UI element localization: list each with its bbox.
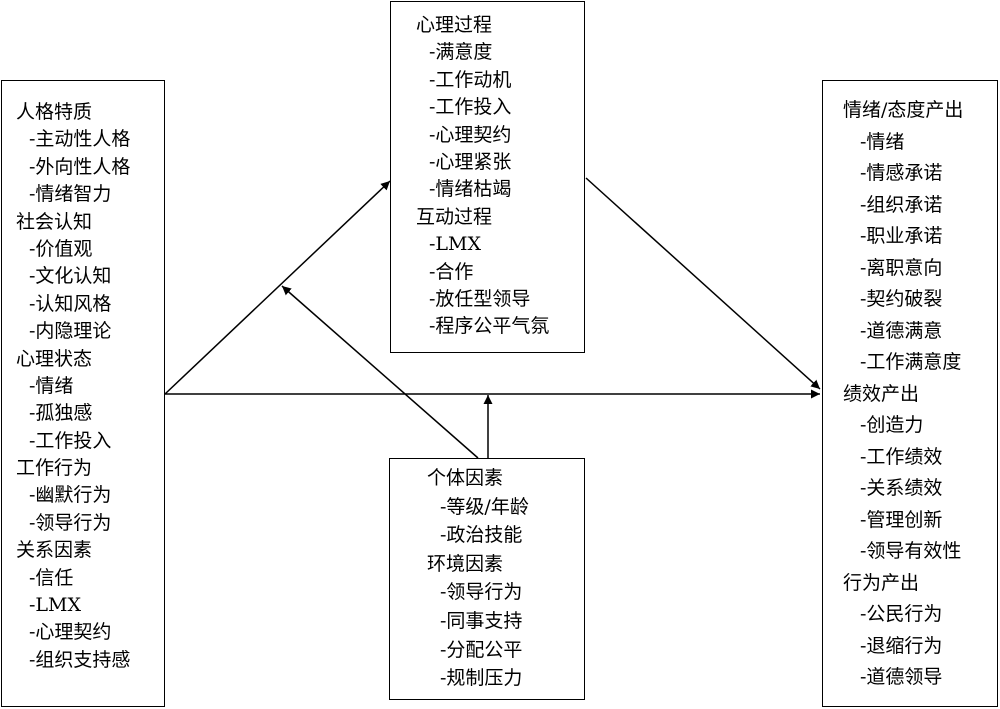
list-item: -放任型领导 xyxy=(429,287,531,310)
list-item: -工作动机 xyxy=(429,68,512,91)
list-item: -工作投入 xyxy=(29,429,112,452)
section-title: 人格特质 xyxy=(16,101,93,123)
outcomes-list: 情绪/态度产出 -情绪 -情感承诺 -组织承诺 -职业承诺 -离职意向 -契约破… xyxy=(843,95,997,694)
list-item: -情感承诺 xyxy=(860,162,943,184)
list-item: -政治技能 xyxy=(440,524,523,547)
moderators-list: 个体因素 -等级/年龄 -政治技能 环境因素 -领导行为 -同事支持 -分配公平… xyxy=(427,464,584,693)
list-item: -LMX xyxy=(429,233,482,256)
section-title: 个体因素 xyxy=(427,467,504,489)
list-item: -组织支持感 xyxy=(29,648,131,671)
list-item: -职业承诺 xyxy=(860,225,943,247)
section-title: 关系因素 xyxy=(16,539,93,562)
list-item: -退缩行为 xyxy=(860,634,943,657)
arrow-bottom-to-midpath xyxy=(281,285,479,459)
list-item: -主动性人格 xyxy=(29,128,131,151)
section-title: 情绪/态度产出 xyxy=(843,99,964,121)
list-item: -离职意向 xyxy=(860,256,943,279)
list-item: -信任 xyxy=(29,566,74,589)
list-item: -关系绩效 xyxy=(860,477,943,499)
list-item: -心理紧张 xyxy=(429,150,512,173)
list-item: -内隐理论 xyxy=(29,320,112,343)
list-item: -合作 xyxy=(429,260,474,283)
list-item: -幽默行为 xyxy=(29,484,112,507)
list-item: -领导有效性 xyxy=(860,540,962,562)
list-item: -情绪 xyxy=(29,374,74,397)
list-item: -等级/年龄 xyxy=(440,495,529,518)
section-title: 心理状态 xyxy=(16,347,93,370)
list-item: -心理契约 xyxy=(29,621,112,644)
list-item: -契约破裂 xyxy=(860,288,943,310)
list-item: -管理创新 xyxy=(860,508,943,531)
list-item: -满意度 xyxy=(429,41,493,64)
list-item: -认知风格 xyxy=(29,292,112,315)
list-item: -规制压力 xyxy=(440,667,523,690)
section-title: 行为产出 xyxy=(843,571,920,594)
mediators-box: 心理过程 -满意度 -工作动机 -工作投入 -心理契约 -心理紧张 -情绪枯竭 … xyxy=(390,1,585,353)
list-item: -道德满意 xyxy=(860,319,943,342)
section-title: 工作行为 xyxy=(16,457,93,480)
list-item: -心理契约 xyxy=(429,123,512,146)
list-item: -工作投入 xyxy=(429,96,512,119)
list-item: -情绪智力 xyxy=(29,183,112,206)
arrow-left-to-top xyxy=(164,180,391,395)
list-item: -工作绩效 xyxy=(860,445,943,468)
antecedents-box: 人格特质 -主动性人格 -外向性人格 -情绪智力 社会认知 -价值观 -文化认知… xyxy=(1,80,165,707)
outcomes-box: 情绪/态度产出 -情绪 -情感承诺 -组织承诺 -职业承诺 -离职意向 -契约破… xyxy=(822,80,998,707)
mediators-list: 心理过程 -满意度 -工作动机 -工作投入 -心理契约 -心理紧张 -情绪枯竭 … xyxy=(416,12,584,341)
list-item: -工作满意度 xyxy=(860,351,962,373)
section-title: 心理过程 xyxy=(416,14,493,36)
list-item: -文化认知 xyxy=(29,265,112,288)
list-item: -组织承诺 xyxy=(860,193,943,216)
section-title: 互动过程 xyxy=(416,205,493,228)
list-item: -情绪 xyxy=(860,130,905,153)
list-item: -领导行为 xyxy=(29,511,112,534)
list-item: -分配公平 xyxy=(440,638,523,661)
list-item: -公民行为 xyxy=(860,603,943,625)
section-title: 环境因素 xyxy=(427,552,504,575)
list-item: -程序公平气氛 xyxy=(429,315,550,338)
moderators-box: 个体因素 -等级/年龄 -政治技能 环境因素 -领导行为 -同事支持 -分配公平… xyxy=(389,458,585,700)
list-item: -情绪枯竭 xyxy=(429,178,512,201)
arrow-top-to-right xyxy=(585,177,821,390)
list-item: -同事支持 xyxy=(440,609,523,632)
list-item: -外向性人格 xyxy=(29,155,131,178)
list-item: -LMX xyxy=(29,594,82,617)
section-title: 社会认知 xyxy=(16,210,93,233)
list-item: -价值观 xyxy=(29,237,93,260)
antecedents-list: 人格特质 -主动性人格 -外向性人格 -情绪智力 社会认知 -价值观 -文化认知… xyxy=(16,99,164,674)
list-item: -孤独感 xyxy=(29,402,93,425)
list-item: -道德领导 xyxy=(860,666,943,688)
list-item: -创造力 xyxy=(860,414,924,436)
section-title: 绩效产出 xyxy=(843,382,920,405)
list-item: -领导行为 xyxy=(440,581,523,604)
